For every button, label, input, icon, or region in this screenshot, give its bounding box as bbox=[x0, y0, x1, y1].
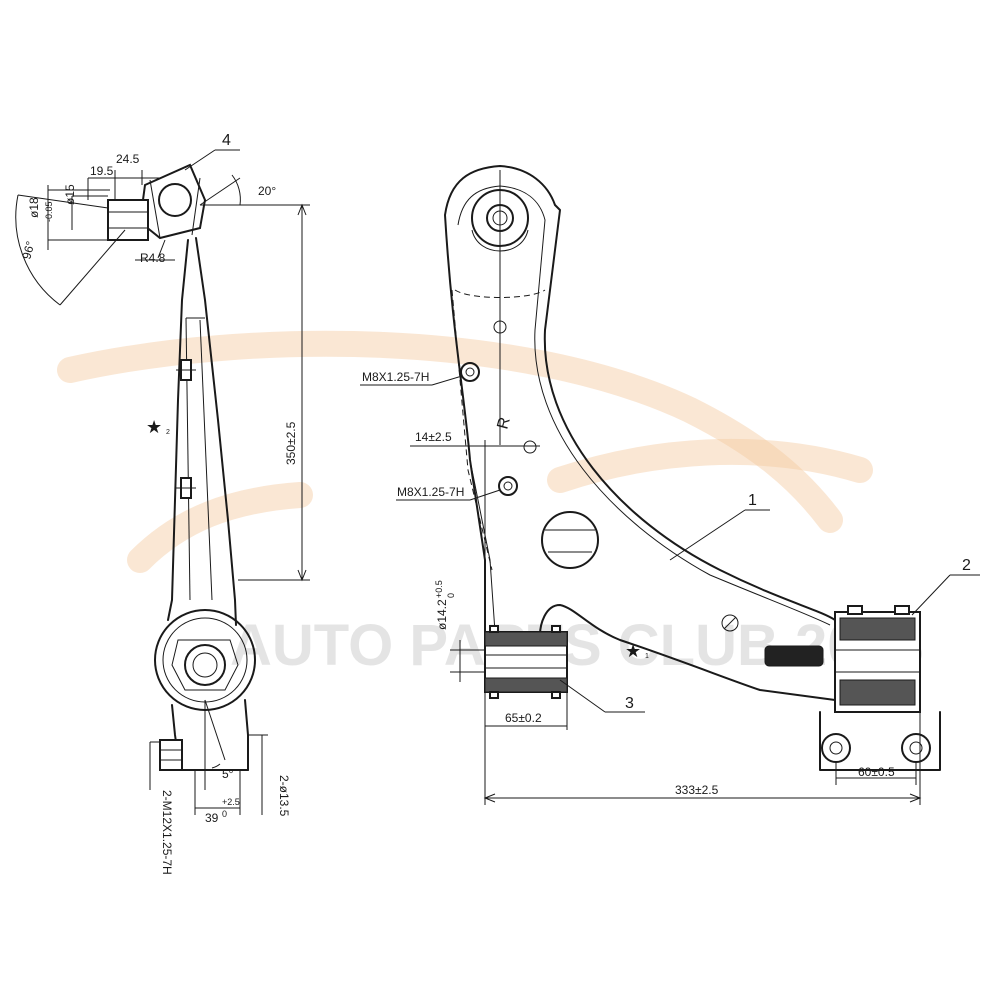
main-view-dimensions: M8X1.25-7H M8X1.25-7H 14±2.5 ø14.2 +0.5 … bbox=[360, 370, 922, 805]
callout-3: 3 bbox=[559, 679, 645, 713]
side-view: 20° 350±2.5 19.5 24.5 ø15 ø18 -0.05 96° bbox=[15, 132, 310, 875]
ball-joint-housing bbox=[107, 163, 207, 241]
main-view: R bbox=[360, 165, 980, 805]
angle-5: 5° bbox=[222, 767, 234, 781]
callout-4-label: 4 bbox=[222, 132, 231, 149]
dia-14-2: ø14.2 bbox=[435, 599, 449, 630]
dia-18: ø18 bbox=[27, 197, 41, 218]
side-bushing bbox=[154, 609, 256, 771]
dia-14-2-tolerance-upper: +0.5 bbox=[434, 580, 444, 598]
main-ball-joint bbox=[471, 170, 529, 445]
dia-14-2-tolerance-lower: 0 bbox=[446, 593, 456, 598]
star-mark-main-sub: 1 bbox=[645, 653, 649, 660]
angle-20: 20° bbox=[258, 184, 276, 198]
callout-1: 1 bbox=[669, 492, 770, 561]
star-mark-side: ★ bbox=[146, 417, 162, 437]
dim-333: 333±2.5 bbox=[675, 783, 719, 797]
holes-13-5: 2-ø13.5 bbox=[277, 775, 291, 817]
callout-2-label: 2 bbox=[962, 557, 971, 574]
side-arm-body bbox=[167, 237, 237, 626]
callout-1-label: 1 bbox=[748, 492, 757, 509]
dim-39-tolerance-upper: +2.5 bbox=[222, 797, 240, 807]
angle-96: 96° bbox=[19, 239, 37, 260]
rear-bushing bbox=[819, 605, 941, 771]
thread-lower: M8X1.25-7H bbox=[397, 485, 464, 499]
radius-4-8: R4.8 bbox=[140, 251, 166, 265]
star-mark-main: ★ bbox=[625, 641, 641, 661]
front-bushing bbox=[484, 625, 568, 699]
dia-18-tolerance: -0.05 bbox=[44, 201, 54, 222]
dim-39-tolerance-lower: 0 bbox=[222, 809, 227, 819]
side-view-dimensions: 20° 350±2.5 19.5 24.5 ø15 ø18 -0.05 96° bbox=[15, 152, 310, 875]
length-350: 350±2.5 bbox=[284, 421, 298, 465]
main-holes: R bbox=[460, 320, 824, 667]
dia-15: ø15 bbox=[63, 184, 77, 205]
dim-65: 65±0.2 bbox=[505, 711, 542, 725]
callout-3-label: 3 bbox=[625, 695, 634, 712]
watermark-text: AUTO PARTS CLUB 2013 bbox=[230, 613, 924, 678]
thread-m12: 2-M12X1.25-7H bbox=[160, 790, 174, 875]
thread-upper: M8X1.25-7H bbox=[362, 370, 429, 384]
star-mark-side-sub: 2 bbox=[166, 429, 170, 436]
dim-60: 60±0.5 bbox=[858, 765, 895, 779]
dim-24-5: 24.5 bbox=[116, 152, 140, 166]
dim-39: 39 bbox=[205, 811, 219, 825]
dim-19-5: 19.5 bbox=[90, 164, 114, 178]
callout-4: 4 bbox=[184, 132, 240, 171]
r-mark: R bbox=[494, 415, 513, 431]
callout-2: 2 bbox=[911, 557, 980, 616]
dim-14: 14±2.5 bbox=[415, 430, 452, 444]
